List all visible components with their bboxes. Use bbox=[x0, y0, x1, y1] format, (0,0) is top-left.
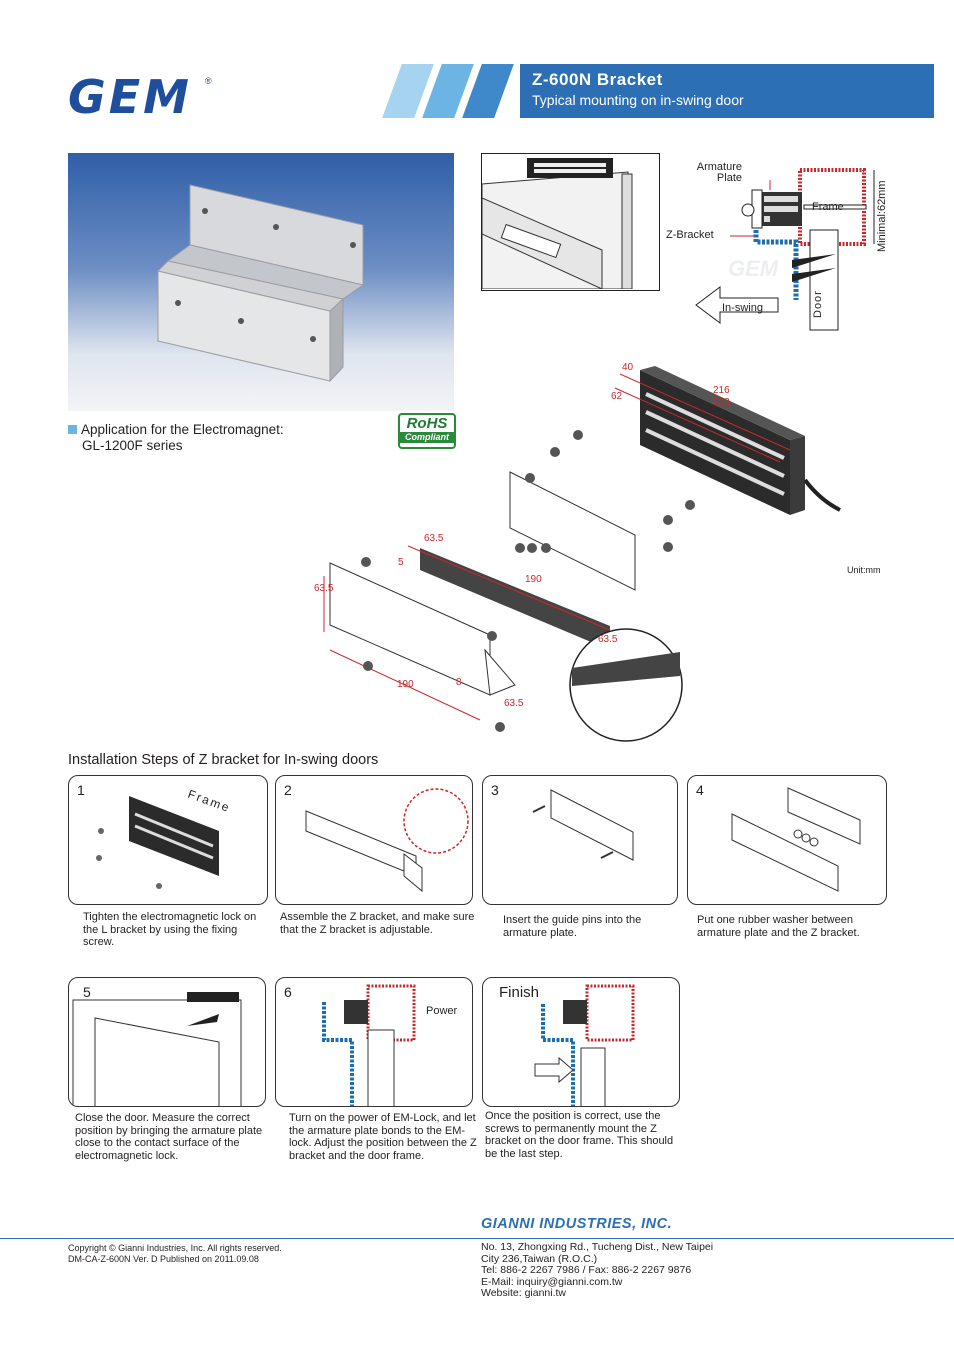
dim-63-5-top: 63.5 bbox=[424, 533, 444, 544]
footer-divider bbox=[0, 1238, 954, 1239]
step-3-panel: 3 bbox=[482, 775, 678, 905]
dim-62: 62 bbox=[611, 391, 623, 402]
registered-mark: ® bbox=[205, 76, 212, 86]
z-bracket-label: Z-Bracket bbox=[666, 229, 714, 241]
address-block: No. 13, Zhongxing Rd., Tucheng Dist., Ne… bbox=[481, 1241, 714, 1300]
mounting-diagram bbox=[695, 168, 875, 331]
step-5-illustration bbox=[72, 992, 242, 1106]
dim-5: 5 bbox=[398, 557, 404, 568]
step-number: Finish bbox=[499, 984, 540, 1001]
dim-63-5-bottom: 63.5 bbox=[504, 698, 524, 709]
finish-illustration bbox=[534, 984, 635, 1106]
step-2-text: Assemble the Z bracket, and make sure th… bbox=[280, 911, 475, 936]
door-illustration bbox=[481, 158, 633, 290]
step-number: 6 bbox=[284, 984, 292, 1000]
dim-40: 40 bbox=[622, 362, 634, 373]
step-number: 1 bbox=[77, 782, 85, 798]
step-3-illustration bbox=[532, 789, 634, 861]
step-4-panel: 4 bbox=[687, 775, 887, 905]
product-photo bbox=[68, 153, 454, 411]
tel-fax: Tel: 886-2 2267 7986 / Fax: 886-2 2267 9… bbox=[481, 1264, 692, 1277]
copyright-block: Copyright © Gianni Industries, Inc. All … bbox=[68, 1243, 282, 1265]
armature-plate-label: Armature Plate bbox=[682, 162, 742, 184]
rohs-label: RoHS bbox=[406, 415, 448, 432]
door-detail-figure bbox=[481, 153, 660, 291]
step-1-panel: 1 Frame bbox=[68, 775, 268, 905]
application-note: Application for the Electromagnet: GL-12… bbox=[68, 422, 284, 454]
step-6-panel: 6 Power bbox=[275, 977, 473, 1107]
gem-watermark: GEM bbox=[728, 256, 779, 281]
bullet-icon bbox=[68, 425, 77, 434]
address-line1: No. 13, Zhongxing Rd., Tucheng Dist., Ne… bbox=[481, 1241, 714, 1253]
website-link[interactable]: Website: gianni.tw bbox=[481, 1287, 567, 1300]
rohs-badge: RoHS Compliant bbox=[398, 413, 456, 449]
page-subtitle: Typical mounting on in-swing door bbox=[532, 92, 744, 108]
email-link[interactable]: E-Mail: inquiry@gianni.com.tw bbox=[481, 1275, 623, 1288]
step-2-illustration bbox=[305, 788, 469, 893]
step-1-illustration bbox=[96, 796, 219, 889]
rohs-compliant: Compliant bbox=[400, 432, 454, 443]
armature-label: Armature bbox=[696, 161, 742, 173]
application-line2: GL-1200F series bbox=[82, 438, 183, 453]
title-banner: Z-600N Bracket Typical mounting on in-sw… bbox=[520, 64, 934, 118]
dim-190-top: 190 bbox=[525, 574, 542, 585]
page-title: Z-600N Bracket bbox=[532, 70, 663, 89]
dim-216: 216 bbox=[713, 385, 730, 396]
step-number: 5 bbox=[83, 984, 91, 1000]
copyright-text: Copyright © Gianni Industries, Inc. All … bbox=[68, 1243, 282, 1253]
finish-panel: Finish bbox=[482, 977, 680, 1107]
dim-63-5-right: 63.5 bbox=[598, 634, 618, 645]
dim-203: 203 bbox=[713, 397, 730, 408]
step-4-illustration bbox=[731, 787, 861, 892]
dim-63-5-left: 63.5 bbox=[314, 583, 334, 594]
step-2-panel: 2 bbox=[275, 775, 473, 905]
application-line1: Application for the Electromagnet: bbox=[81, 422, 284, 437]
step-4-text: Put one rubber washer between armature p… bbox=[697, 914, 860, 939]
in-swing-label: In-swing bbox=[722, 302, 763, 314]
step-5-text: Close the door. Measure the correct posi… bbox=[75, 1112, 263, 1162]
address-line2: City 236,Taiwan (R.O.C.) bbox=[481, 1252, 598, 1265]
minimal-label: Minimal:62mm bbox=[876, 180, 888, 252]
step-6-text: Turn on the power of EM-Lock, and let th… bbox=[289, 1112, 477, 1162]
step-number: 2 bbox=[284, 782, 292, 798]
step-number: 4 bbox=[696, 782, 704, 798]
plate-label: Plate bbox=[716, 172, 742, 184]
dim-8: 8 bbox=[456, 677, 462, 688]
step-number: 3 bbox=[491, 782, 499, 798]
door-label: Door bbox=[812, 290, 824, 318]
frame-label: Frame bbox=[812, 201, 844, 213]
installation-heading: Installation Steps of Z bracket for In-s… bbox=[68, 752, 379, 768]
company-name: GIANNI INDUSTRIES, INC. bbox=[481, 1216, 673, 1232]
step-6-illustration bbox=[322, 984, 416, 1106]
dim-190-bottom: 190 bbox=[397, 679, 414, 690]
power-label: Power bbox=[426, 1005, 458, 1017]
document-id: DM-CA-Z-600N Ver. D Published on 2011.09… bbox=[68, 1254, 259, 1264]
step-5-panel: 5 bbox=[68, 977, 266, 1107]
unit-label: Unit:mm bbox=[847, 565, 881, 575]
step-3-text: Insert the guide pins into the armature … bbox=[503, 914, 642, 939]
exploded-view bbox=[323, 366, 841, 742]
finish-text: Once the position is correct, use the sc… bbox=[485, 1110, 674, 1160]
z-bracket-image bbox=[157, 184, 365, 383]
gem-logo: GEM bbox=[68, 70, 192, 124]
step-1-text: Tighten the electromagnetic lock on the … bbox=[83, 911, 257, 948]
